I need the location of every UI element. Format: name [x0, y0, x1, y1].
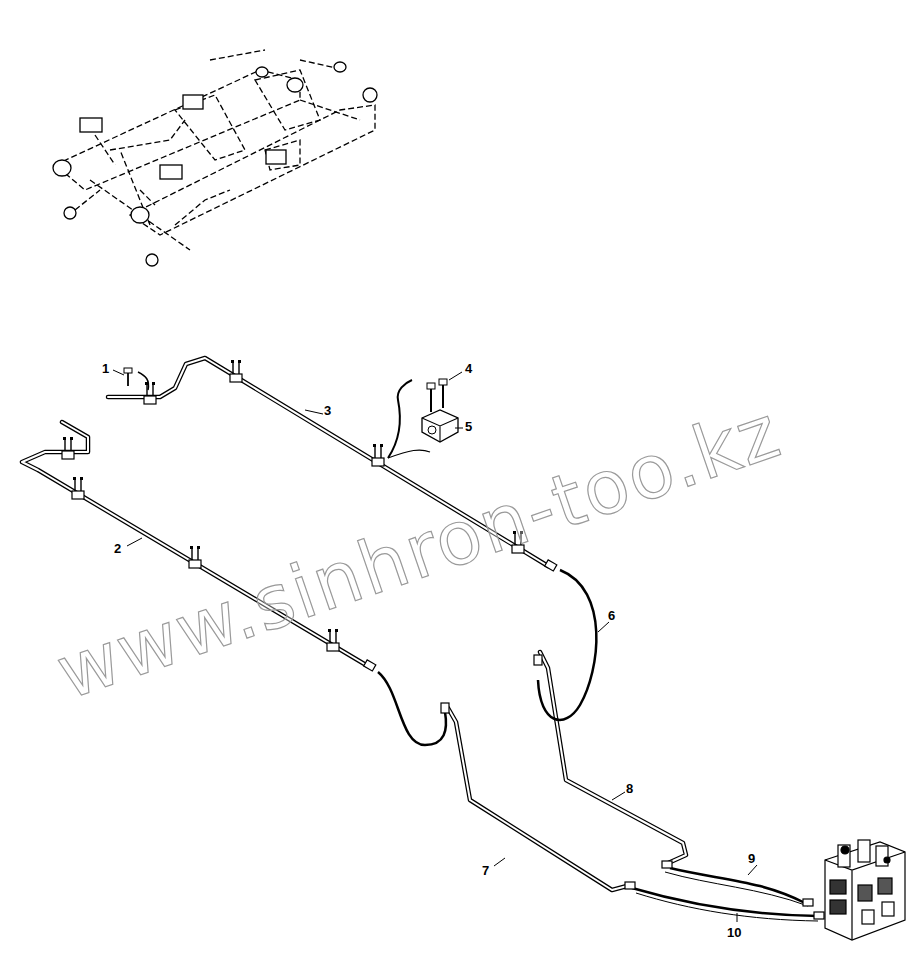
loader-arms	[55, 50, 375, 250]
hose-fittings	[364, 560, 824, 919]
hoses	[378, 570, 818, 921]
callout-number: 4	[465, 362, 472, 375]
callout-number: 6	[608, 609, 615, 622]
callout-number: 9	[748, 852, 755, 865]
bolt	[124, 368, 149, 390]
callout-number: 2	[114, 542, 121, 555]
arm-pins	[53, 62, 377, 266]
control-valve	[825, 840, 905, 940]
callout-number: 8	[626, 782, 633, 795]
callout-number: 7	[482, 864, 489, 877]
callout-number: 3	[324, 404, 331, 417]
callout-number: 10	[727, 926, 741, 939]
callout-number: 5	[465, 420, 472, 433]
watermark: www.sinhron-too.kz	[48, 393, 789, 710]
clamp-detail	[388, 379, 458, 458]
callout-number: 1	[102, 362, 109, 375]
